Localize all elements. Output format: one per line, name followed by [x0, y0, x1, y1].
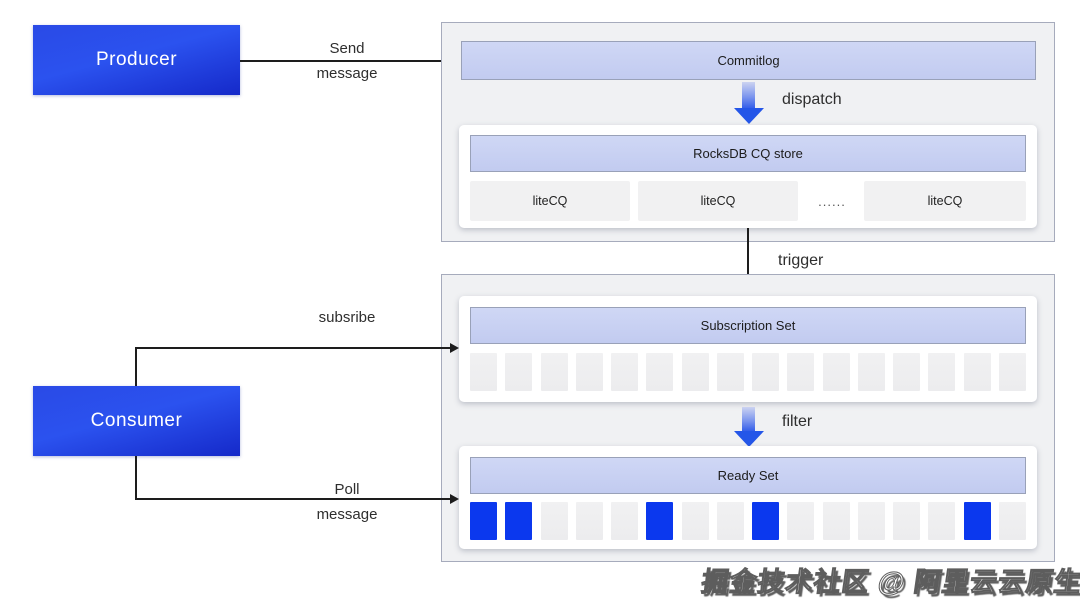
filter-arrow-head-icon [734, 431, 764, 447]
commitlog-title: Commitlog [717, 53, 780, 68]
litecq-box: liteCQ [864, 181, 1026, 221]
ready-slot [928, 502, 956, 540]
subscribe-edge-label: subsribe [318, 309, 376, 326]
ready-slot [963, 502, 991, 540]
subscription-slot [928, 353, 956, 391]
ready-slot [822, 502, 850, 540]
commitlog-bar: Commitlog [461, 41, 1036, 80]
trigger-edge-label: trigger [778, 252, 824, 269]
subscription-slot [998, 353, 1026, 391]
subscription-slot [822, 353, 850, 391]
subscription-slot [893, 353, 921, 391]
ready-slot [893, 502, 921, 540]
subscription-slot-row [470, 353, 1026, 391]
ready-slot [470, 502, 497, 540]
poll-arrowhead-icon [450, 494, 459, 504]
trigger-edge-line [747, 228, 749, 298]
subscription-slot [752, 353, 780, 391]
subscription-slot [540, 353, 568, 391]
ready-slot [681, 502, 709, 540]
subscription-slot [681, 353, 709, 391]
subscribe-edge-vline [135, 348, 137, 386]
subscription-slot [470, 353, 497, 391]
ready-slot [998, 502, 1026, 540]
ready-slot [575, 502, 603, 540]
subscription-title: Subscription Set [700, 318, 796, 333]
ready-slot-row [470, 502, 1026, 540]
send-edge-label: Send message [316, 40, 378, 82]
subscription-slot [787, 353, 815, 391]
ready-title: Ready Set [717, 468, 779, 483]
ready-slot [611, 502, 639, 540]
subscribe-edge-hline [135, 347, 452, 349]
consumer-label: Consumer [90, 410, 183, 431]
subscription-slot [646, 353, 674, 391]
ready-slot [787, 502, 815, 540]
ready-slot [646, 502, 674, 540]
poll-edge-vline [135, 456, 137, 500]
subscription-slot [963, 353, 991, 391]
producer-node: Producer [33, 25, 240, 95]
filter-arrow-shaft [742, 407, 755, 432]
producer-label: Producer [95, 49, 178, 70]
ready-slot [540, 502, 568, 540]
send-edge-line [240, 60, 452, 62]
dispatch-edge-label: dispatch [782, 91, 842, 108]
litecq-box: liteCQ [470, 181, 630, 221]
ready-set-bar: Ready Set [470, 457, 1026, 494]
subscription-slot [505, 353, 533, 391]
dispatch-arrow-shaft [742, 82, 755, 109]
rocksdb-title: RocksDB CQ store [693, 146, 803, 161]
poll-edge-label: Poll message [316, 481, 378, 523]
filter-edge-label: filter [782, 413, 813, 430]
rocksdb-cq-store-bar: RocksDB CQ store [470, 135, 1026, 172]
ready-slot [857, 502, 885, 540]
poll-edge-hline [135, 498, 452, 500]
ready-slot [716, 502, 744, 540]
litecq-box: liteCQ [638, 181, 798, 221]
subscription-slot [575, 353, 603, 391]
litecq-ellipsis: ...... [818, 193, 846, 209]
subscription-slot [716, 353, 744, 391]
consumer-node: Consumer [33, 386, 240, 456]
ready-slot [752, 502, 780, 540]
dispatch-arrow-head-icon [734, 108, 764, 124]
subscription-slot [611, 353, 639, 391]
ready-slot [505, 502, 533, 540]
subscription-slot [857, 353, 885, 391]
subscribe-arrowhead-icon [450, 343, 459, 353]
subscription-set-bar: Subscription Set [470, 307, 1026, 344]
watermark-text: 掘金技术社区 @ 阿里云云原生 [699, 567, 1080, 598]
